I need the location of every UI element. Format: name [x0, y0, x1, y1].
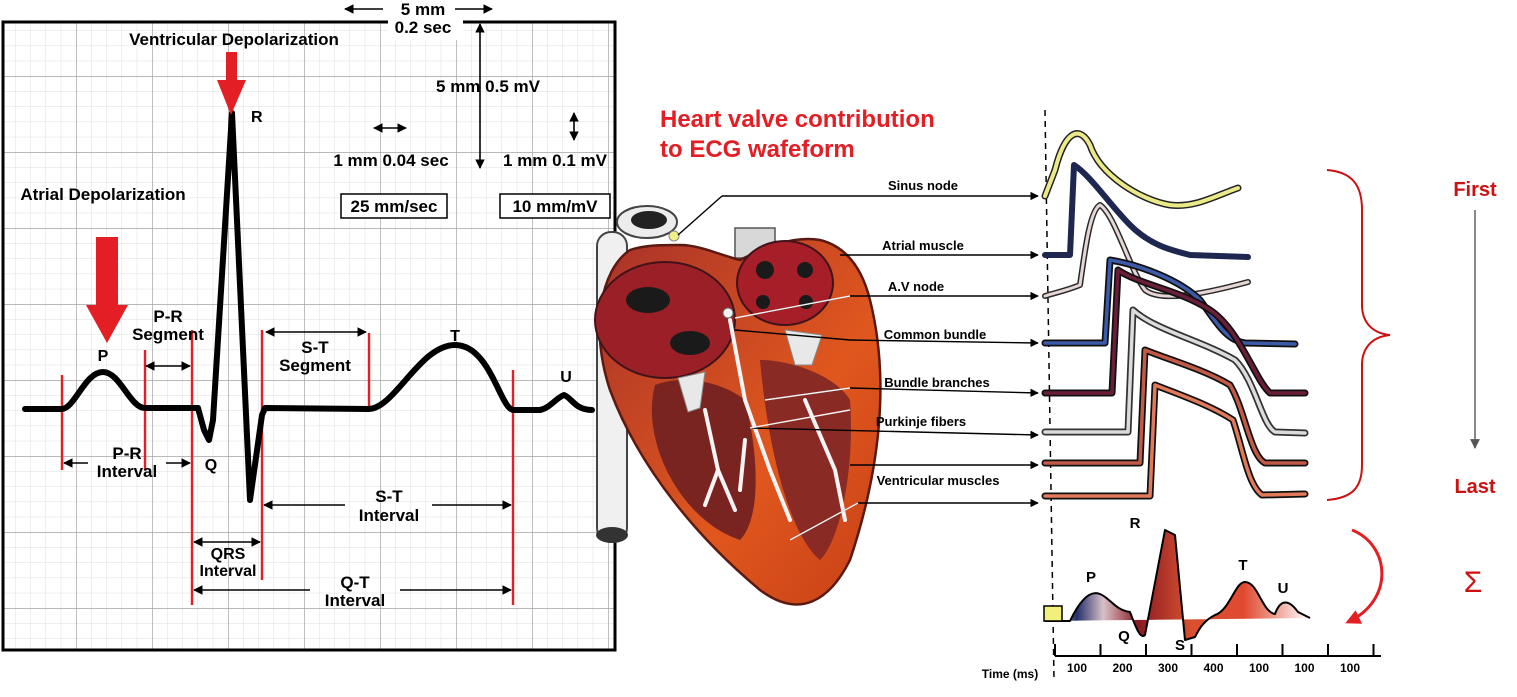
time-tick-label: 100 [1340, 661, 1360, 675]
sum-arrow [1348, 530, 1382, 622]
sum-wave-p-label: P [1086, 569, 1096, 586]
summed-ecg-waveform: P Q R S T U [1044, 515, 1310, 654]
ventricular-arrow-shaft [226, 52, 237, 82]
pulmonary-vein-3 [756, 295, 770, 309]
atrial-arrow-shaft [96, 237, 118, 307]
sum-wave-u-label: U [1278, 580, 1289, 597]
time-tick-label: 100 [1249, 661, 1269, 675]
qrs-interval-label-2: Interval [200, 563, 257, 580]
pr-interval-label-2: Interval [97, 462, 157, 481]
last-label: Last [1454, 476, 1495, 498]
atrium-opening-1 [626, 287, 670, 313]
scale-1mm-004sec: 1 mm 0.04 sec [333, 151, 448, 170]
heart-panel-title-1: Heart valve contribution [660, 106, 935, 133]
atrial-depolarization-label: Atrial Depolarization [20, 185, 185, 204]
grid-background [3, 22, 615, 650]
sum-wave-s-label: S [1175, 637, 1185, 654]
sigma-symbol: Σ [1464, 566, 1483, 599]
gain-box-label: 10 mm/mV [512, 197, 598, 216]
qrs-interval-label-1: QRS [211, 546, 246, 563]
wave-r-label: R [251, 109, 263, 126]
vena-cava-opening-top [631, 211, 667, 229]
st-segment-label-1: S-T [301, 338, 329, 357]
time-tick-label: 200 [1112, 661, 1132, 675]
scale-5mm-05mv: 5 mm 0.5 mV [436, 77, 541, 96]
label-sinus-node: Sinus node [888, 178, 958, 193]
right-atrium [595, 262, 735, 378]
pr-segment-label-2: Segment [132, 325, 204, 344]
time-axis-label: Time (ms) [982, 667, 1038, 681]
st-interval-label-2: Interval [359, 506, 419, 525]
time-tick-label: 100 [1067, 661, 1087, 675]
sum-wave-start-box [1044, 606, 1062, 621]
label-purkinje-fibers: Purkinje fibers [876, 414, 966, 429]
wave-u-label: U [560, 369, 572, 386]
sum-wave-trace [1045, 530, 1310, 640]
time-tick-label: 300 [1158, 661, 1178, 675]
heart-illustration [595, 206, 880, 604]
scale-02sec: 0.2 sec [395, 18, 452, 37]
ap-ventricular-muscle-2 [1045, 385, 1305, 496]
first-label: First [1453, 179, 1497, 201]
av-node-dot [723, 308, 733, 318]
curly-brace [1327, 170, 1390, 500]
scale-5mm: 5 mm [401, 0, 445, 19]
right-ventricle [652, 380, 756, 540]
ecg-grid-panel [3, 0, 615, 650]
ap-ventricular-muscle-1 [1045, 350, 1305, 463]
component-labels: Sinus node Atrial muscle A.V node Common… [876, 178, 1000, 488]
sum-wave-t-label: T [1238, 557, 1247, 574]
wave-t-label: T [450, 328, 460, 345]
action-potentials [1045, 134, 1305, 496]
pulmonary-vein-1 [756, 261, 774, 279]
speed-box-label: 25 mm/sec [351, 197, 438, 216]
ap-atrial-muscle [1045, 165, 1248, 257]
sum-wave-r-label: R [1130, 515, 1141, 532]
ap-ventricular-muscle-2-outline [1045, 385, 1305, 496]
vena-cava-opening-bottom [596, 527, 628, 543]
heart-panel-title-2: to ECG wafeform [660, 136, 855, 163]
time-tick-label: 400 [1203, 661, 1223, 675]
time-tick-label: 100 [1294, 661, 1314, 675]
pr-interval-label-1: P-R [112, 444, 141, 463]
ap-purkinje-outline [1045, 310, 1305, 433]
ventricular-depolarization-label: Ventricular Depolarization [129, 30, 339, 49]
wave-p-label: P [98, 348, 109, 365]
pr-segment-label-1: P-R [153, 307, 182, 326]
qt-interval-label-2: Interval [325, 591, 385, 610]
st-segment-label-2: Segment [279, 356, 351, 375]
sinus-node-dot [669, 231, 679, 241]
left-atrium [737, 241, 833, 325]
label-common-bundle: Common bundle [884, 327, 987, 342]
label-bundle-branches: Bundle branches [884, 375, 989, 390]
st-interval-label-1: S-T [375, 487, 403, 506]
label-av-node: A.V node [888, 279, 944, 294]
qt-interval-label-1: Q-T [340, 573, 370, 592]
pulmonary-vein-4 [799, 295, 813, 309]
label-atrial-muscle: Atrial muscle [882, 238, 964, 253]
label-ventricular-muscles: Ventricular muscles [877, 473, 1000, 488]
pulmonary-vein-2 [797, 262, 813, 278]
atrium-opening-2 [670, 331, 710, 355]
ap-ventricular-muscle-1-outline [1045, 350, 1305, 463]
scale-1mm-01mv: 1 mm 0.1 mV [503, 151, 608, 170]
sum-wave-q-label: Q [1118, 628, 1130, 645]
wave-q-label: Q [205, 457, 217, 474]
